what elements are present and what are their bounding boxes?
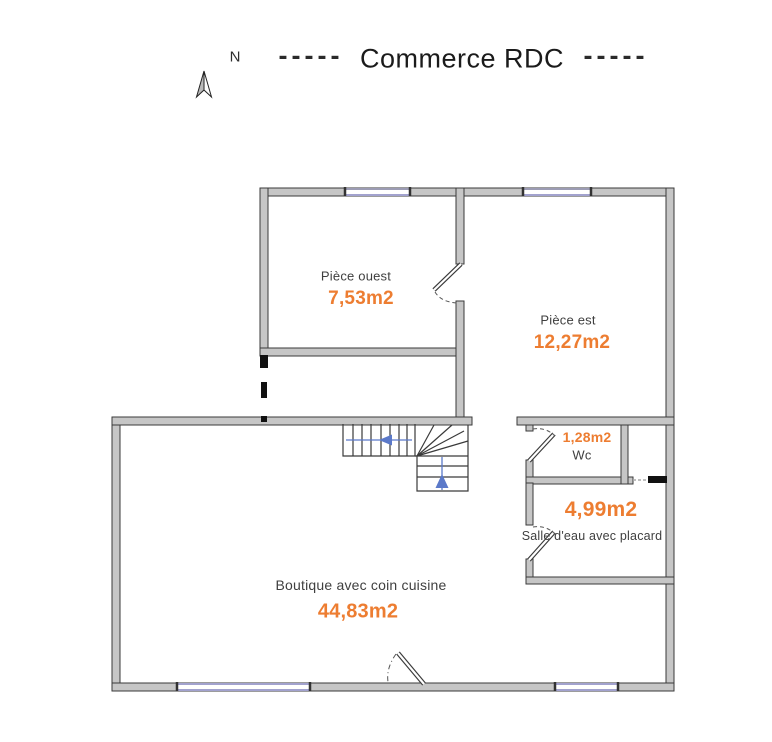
door-entrance	[387, 651, 426, 686]
wall-wc-left-stub	[525, 424, 534, 432]
room-label-piece-ouest: Pièce ouest	[320, 268, 392, 284]
wall-boutique-top	[111, 416, 473, 426]
wall-sde-bottom	[525, 576, 675, 585]
windows	[175, 187, 620, 691]
window-bottom-east	[553, 682, 620, 691]
room-label-wc: Wc	[572, 447, 592, 463]
stair-direction-arrows	[346, 434, 449, 490]
wall-boutique-bottom	[111, 682, 675, 692]
wall-west-upper	[259, 187, 269, 357]
room-label-boutique: Boutique avec coin cuisine	[275, 577, 447, 593]
wall-divider-upper	[455, 187, 465, 265]
window-top-east	[521, 187, 593, 196]
wall-boutique-west	[111, 416, 121, 692]
walls	[111, 187, 675, 692]
wall-ouest-bottom	[259, 347, 465, 357]
room-area-salle-deau: 4,99m2	[564, 498, 638, 521]
opening-dashed-boundary	[260, 355, 268, 422]
wall-divider-lower	[455, 300, 465, 423]
wall-sde-left-upper	[525, 482, 534, 526]
door-piece-ouest	[432, 262, 463, 304]
door-salle-deau	[527, 526, 556, 562]
arrow-up-icon	[435, 474, 449, 488]
page-title: Commerce RDC	[359, 43, 565, 74]
room-area-boutique: 44,83m2	[317, 600, 399, 623]
window-top-west	[343, 187, 412, 196]
wall-wc-right	[620, 424, 629, 485]
placard-black-bar	[648, 476, 667, 483]
room-area-piece-est: 12,27m2	[533, 332, 611, 353]
arrow-left-icon	[379, 434, 392, 446]
wall-top	[259, 187, 675, 197]
wall-east	[665, 187, 675, 692]
wall-wc-top	[516, 416, 675, 426]
room-area-wc: 1,28m2	[562, 429, 612, 445]
doors	[387, 262, 556, 686]
north-arrow-icon	[195, 70, 213, 99]
door-wc	[527, 428, 556, 463]
north-label: N	[229, 48, 241, 66]
window-bottom-west	[175, 682, 312, 691]
room-label-piece-est: Pièce est	[540, 312, 596, 328]
room-label-salle-deau: Salle d'eau avec placard	[521, 529, 663, 543]
title-dashes-left: -----	[278, 40, 344, 71]
staircase	[342, 424, 469, 492]
room-area-piece-ouest: 7,53m2	[328, 288, 394, 309]
title-dashes-right: -----	[583, 40, 649, 71]
wall-wc-bottom	[525, 476, 634, 485]
